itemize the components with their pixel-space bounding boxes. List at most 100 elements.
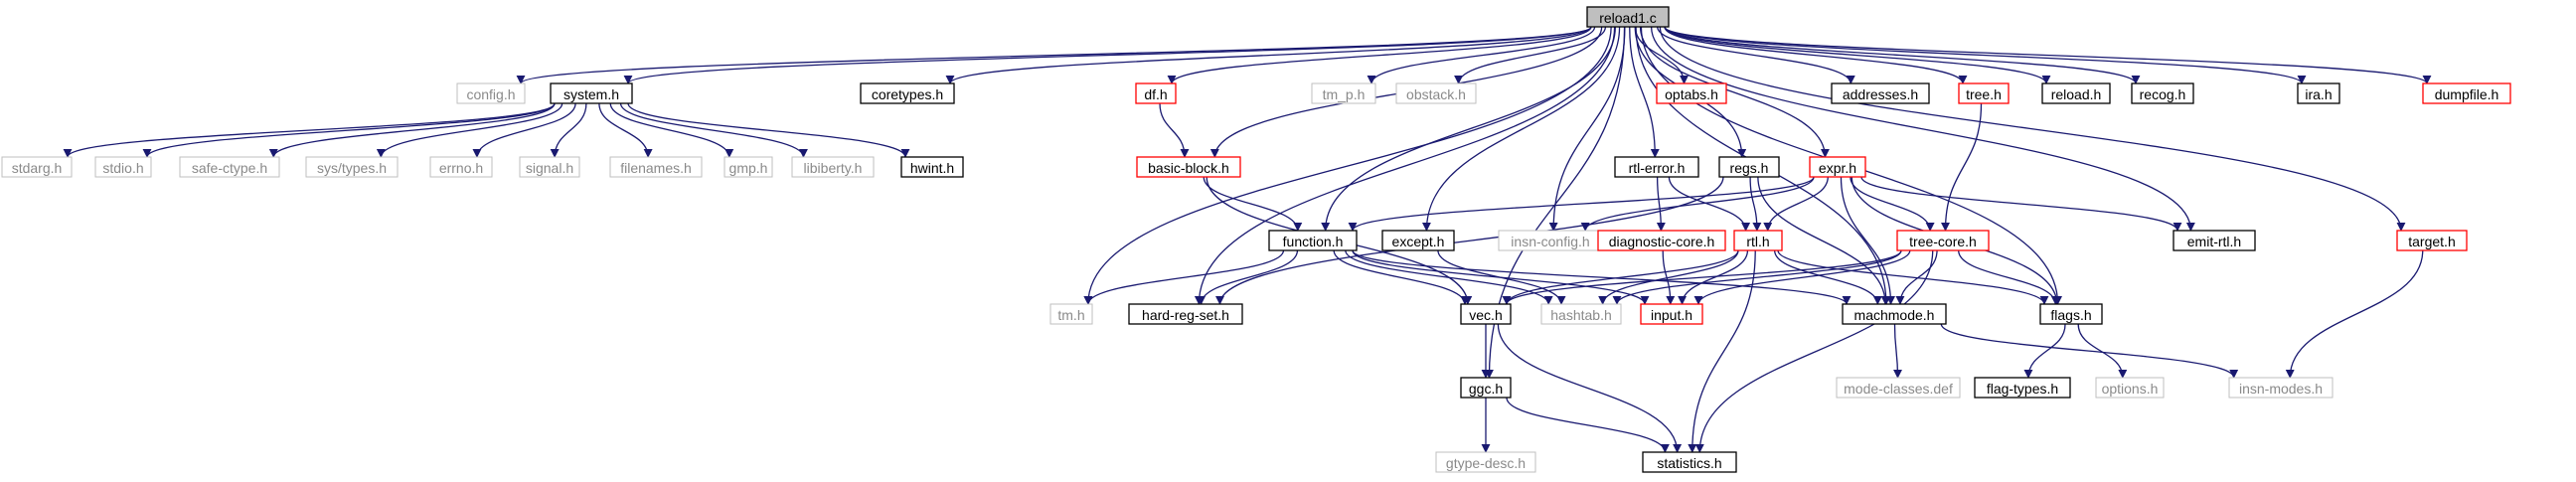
node-addresses-h[interactable]: addresses.h xyxy=(1831,82,1930,104)
edge-regs_h-to-rtl_h xyxy=(1749,176,1762,232)
node-rtl-error-h[interactable]: rtl-error.h xyxy=(1614,156,1699,178)
node-recog-h[interactable]: recog.h xyxy=(2131,82,2194,104)
node-optabs-h[interactable]: optabs.h xyxy=(1656,82,1727,104)
node-label: hard-reg-set.h xyxy=(1142,307,1229,323)
node-regs-h[interactable]: regs.h xyxy=(1718,156,1780,178)
node-label: optabs.h xyxy=(1665,86,1718,102)
edge-function_h-to-vec_h xyxy=(1333,249,1470,305)
node-errno-h: errno.h xyxy=(429,156,493,178)
node-box xyxy=(1460,303,1512,325)
node-statistics-h[interactable]: statistics.h xyxy=(1642,451,1737,473)
node-box xyxy=(1642,451,1737,473)
node-dumpfile-h[interactable]: dumpfile.h xyxy=(2422,82,2511,104)
edge-flags_h-to-options_h xyxy=(2077,323,2128,379)
node-df-h[interactable]: df.h xyxy=(1135,82,1177,104)
node-label: sys/types.h xyxy=(317,160,387,176)
node-target-h[interactable]: target.h xyxy=(2396,230,2468,251)
node-box xyxy=(860,82,955,104)
edge-function_h-to-hashtab_h xyxy=(1345,249,1553,305)
node-label: stdio.h xyxy=(102,160,143,176)
edge-reload1_c-to-config_h xyxy=(516,26,1592,84)
node-coretypes-h[interactable]: coretypes.h xyxy=(860,82,955,104)
node-label: obstack.h xyxy=(1406,86,1466,102)
node-box xyxy=(1958,82,2010,104)
node-ggc-h[interactable]: ggc.h xyxy=(1460,377,1512,399)
edge-system_h-to-gmp_h xyxy=(609,102,734,158)
edge-diagnostic_core_h-to-input_h xyxy=(1662,249,1676,305)
edge-rtl_h-to-input_h xyxy=(1678,249,1749,305)
node-box xyxy=(456,82,526,104)
node-label: expr.h xyxy=(1819,160,1856,176)
edge-tree_h-to-tree_core_h xyxy=(1940,102,1983,232)
node-vec-h[interactable]: vec.h xyxy=(1460,303,1512,325)
node-ira-h[interactable]: ira.h xyxy=(2297,82,2340,104)
node-reload-h[interactable]: reload.h xyxy=(2041,82,2111,104)
node-hwint-h[interactable]: hwint.h xyxy=(900,156,964,178)
edge-machmode_h-to-insn_modes_h xyxy=(1940,323,2239,379)
node-sys-types-h: sys/types.h xyxy=(305,156,399,178)
node-hard-reg-set-h[interactable]: hard-reg-set.h xyxy=(1128,303,1243,325)
edge-rtl_h-to-machmode_h xyxy=(1774,249,1882,305)
node-box xyxy=(519,156,580,178)
node-tree-core-h[interactable]: tree-core.h xyxy=(1896,230,1990,251)
node-box xyxy=(1733,230,1783,251)
node-box xyxy=(1049,303,1093,325)
edge-tree_core_h-to-machmode_h xyxy=(1895,249,1938,305)
node-box xyxy=(2396,230,2468,251)
node-label: flags.h xyxy=(2050,307,2091,323)
node-reload1-c[interactable]: reload1.c xyxy=(1586,6,1670,28)
node-box xyxy=(1268,230,1358,251)
node-box xyxy=(724,156,773,178)
node-rtl-h[interactable]: rtl.h xyxy=(1733,230,1783,251)
node-machmode-h[interactable]: machmode.h xyxy=(1842,303,1947,325)
node-insn-modes-h: insn-modes.h xyxy=(2228,377,2334,399)
node-flags-h[interactable]: flags.h xyxy=(2039,303,2103,325)
edge-system_h-to-libiberty_h xyxy=(619,102,808,158)
node-label: config.h xyxy=(466,86,515,102)
edge-system_h-to-sys_types_h xyxy=(376,102,564,158)
node-label: tree-core.h xyxy=(1909,234,1977,249)
node-label: tm.h xyxy=(1057,307,1084,323)
node-label: mode-classes.def xyxy=(1844,381,1953,397)
node-label: except.h xyxy=(1392,234,1445,249)
node-box xyxy=(2039,303,2103,325)
node-gmp-h: gmp.h xyxy=(724,156,773,178)
node-tree-h[interactable]: tree.h xyxy=(1958,82,2010,104)
node-function-h[interactable]: function.h xyxy=(1268,230,1358,251)
node-label: safe-ctype.h xyxy=(192,160,267,176)
edge-vec_h-to-statistics_h xyxy=(1497,323,1683,453)
node-expr-h[interactable]: expr.h xyxy=(1809,156,1866,178)
edge-machmode_h-to-mode_classes_def xyxy=(1893,323,1903,379)
node-box xyxy=(179,156,280,178)
edge-expr_h-to-tree_core_h xyxy=(1850,176,1935,232)
edge-expr_h-to-insn_config_h xyxy=(1580,176,1815,232)
edge-reload1_c-to-ira_h xyxy=(1664,26,2307,84)
node-emit-rtl-h[interactable]: emit-rtl.h xyxy=(2173,230,2256,251)
node-flag-types-h[interactable]: flag-types.h xyxy=(1974,377,2071,399)
node-except-h[interactable]: except.h xyxy=(1381,230,1455,251)
node-box xyxy=(2041,82,2111,104)
node-box xyxy=(1597,230,1726,251)
node-label: tm_p.h xyxy=(1323,86,1366,102)
node-diagnostic-core-h[interactable]: diagnostic-core.h xyxy=(1597,230,1726,251)
edge-tree_core_h-to-flags_h xyxy=(1958,249,2060,305)
node-label: input.h xyxy=(1651,307,1692,323)
edge-rtl_error_h-to-diagnostic_core_h xyxy=(1656,176,1666,232)
node-basic-block-h[interactable]: basic-block.h xyxy=(1136,156,1241,178)
edge-flags_h-to-flag_types_h xyxy=(2023,323,2066,379)
node-system-h[interactable]: system.h xyxy=(550,82,633,104)
node-label: ira.h xyxy=(2305,86,2332,102)
node-box xyxy=(2297,82,2340,104)
node-box xyxy=(1809,156,1866,178)
edge-reload1_c-to-emit_rtl_h xyxy=(1650,26,2195,232)
node-input-h[interactable]: input.h xyxy=(1640,303,1703,325)
node-label: df.h xyxy=(1144,86,1167,102)
edge-reload1_c-to-insn_config_h xyxy=(1548,26,1626,232)
edge-rtl_error_h-to-rtl_h xyxy=(1668,176,1751,232)
node-box xyxy=(1974,377,2071,399)
node-label: statistics.h xyxy=(1657,455,1721,471)
node-box xyxy=(1656,82,1727,104)
edge-function_h-to-machmode_h xyxy=(1352,249,1852,305)
node-label: coretypes.h xyxy=(872,86,943,102)
node-box xyxy=(1,156,73,178)
